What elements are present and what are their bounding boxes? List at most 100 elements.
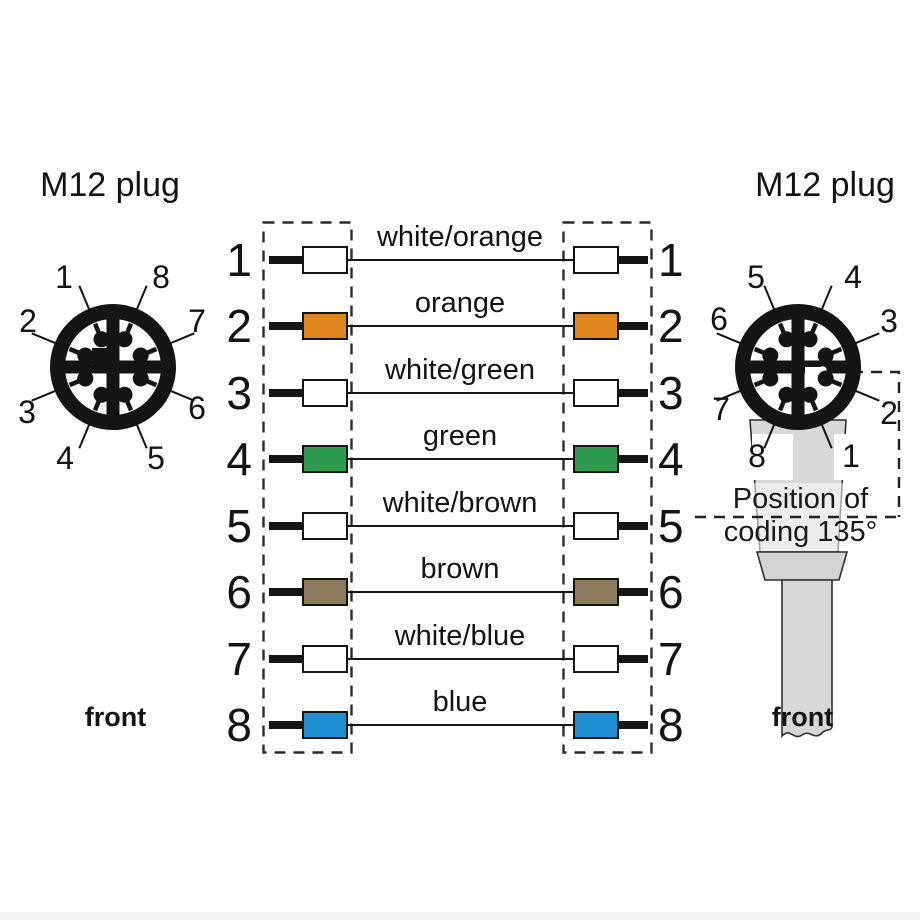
wire-line xyxy=(347,525,574,527)
left-plug-title: M12 plug xyxy=(40,166,180,204)
pin-number-left: 3 xyxy=(226,367,252,419)
pin-dot xyxy=(801,331,818,348)
pin-label: 3 xyxy=(18,394,36,430)
wire-row: 5 white/brown 5 xyxy=(0,487,920,559)
wire-stub-left xyxy=(269,322,302,330)
wire-line xyxy=(347,325,574,327)
pin-label: 6 xyxy=(710,301,728,337)
pin-label: 8 xyxy=(152,259,170,295)
wire-color-label: brown xyxy=(420,553,500,585)
pin-dot xyxy=(778,331,795,348)
pin-dot xyxy=(116,386,133,403)
wire-stub-right xyxy=(619,322,648,330)
wire-color-label: white/blue xyxy=(394,620,526,652)
wire-color-box-right xyxy=(573,711,619,739)
wire-color-box-left xyxy=(302,379,348,407)
pin-dot xyxy=(762,347,779,364)
pin-number-right: 8 xyxy=(658,699,684,751)
pin-dot xyxy=(116,331,133,348)
wire-stub-left xyxy=(269,455,302,463)
wire-stub-left xyxy=(269,256,302,264)
pin-label: 1 xyxy=(55,259,73,295)
pin-dot xyxy=(132,347,149,364)
wire-stub-left xyxy=(269,588,302,596)
left-front-label: front xyxy=(84,702,147,732)
wire-stub-left xyxy=(269,721,302,729)
wire-color-box-right xyxy=(573,312,619,340)
wire-color-label: orange xyxy=(414,287,506,319)
right-front-label: front xyxy=(771,702,834,732)
pin-dot xyxy=(801,386,818,403)
pin-dots xyxy=(762,331,834,403)
pin-label: 5 xyxy=(147,440,165,476)
pin-number-right: 2 xyxy=(658,300,684,352)
wire-row: 2 orange 2 xyxy=(0,287,920,359)
dashed-box-right xyxy=(562,221,653,754)
right-plug-face: 5 4 6 3 7 2 8 1 xyxy=(695,259,908,739)
wire-color-box-left xyxy=(302,445,348,473)
pin-number-right: 1 xyxy=(658,234,684,286)
pin-label: 7 xyxy=(712,391,730,427)
dashed-box-left xyxy=(262,221,353,754)
pin-number-right: 6 xyxy=(658,566,684,618)
pin-label: 2 xyxy=(880,395,898,431)
pin-label: 6 xyxy=(188,390,206,426)
wire-row: 7 white/blue 7 xyxy=(0,620,920,692)
pin-number-left: 4 xyxy=(226,433,252,485)
wire-row: 6 brown 6 xyxy=(0,553,920,625)
wire-color-label: white/orange xyxy=(376,221,544,253)
wire-row: 8 blue 8 xyxy=(0,686,920,758)
pin-number-right: 4 xyxy=(658,433,684,485)
pin-dot xyxy=(817,370,834,387)
pin-dots xyxy=(77,331,149,403)
wire-color-label: green xyxy=(422,420,498,452)
coding-position-note: Position of coding 135° xyxy=(698,483,903,549)
pin-number-right: 7 xyxy=(658,633,684,685)
wire-color-box-right xyxy=(573,512,619,540)
pin-label: 2 xyxy=(19,303,37,339)
pin-label: 5 xyxy=(747,259,765,295)
pin-number-left: 5 xyxy=(226,500,252,552)
m12-cross xyxy=(65,319,161,415)
pin-dot xyxy=(817,347,834,364)
connector-collar xyxy=(755,551,849,581)
wire-line xyxy=(347,458,574,460)
wire-stub-right xyxy=(619,588,648,596)
pin-number-left: 1 xyxy=(226,234,252,286)
wire-stub-right xyxy=(619,389,648,397)
pin-number-right: 3 xyxy=(658,367,684,419)
wire-row: 4 green 4 xyxy=(0,420,920,492)
wire-row: 1 white/orange 1 xyxy=(0,221,920,293)
pin-dot xyxy=(93,331,110,348)
wire-stub-right xyxy=(619,655,648,663)
wire-stub-right xyxy=(619,721,648,729)
wire-color-box-right xyxy=(573,379,619,407)
wire-stub-left xyxy=(269,522,302,530)
wire-stub-right xyxy=(619,256,648,264)
wire-color-box-left xyxy=(302,312,348,340)
wire-stub-right xyxy=(619,455,648,463)
coding-note-line1: Position of xyxy=(732,483,869,515)
pin-number-left: 7 xyxy=(226,633,252,685)
wire-color-box-right xyxy=(573,246,619,274)
wire-color-label: blue xyxy=(432,686,488,718)
wire-line xyxy=(347,259,574,261)
wire-line xyxy=(347,724,574,726)
pin-dot xyxy=(77,347,94,364)
wire-line xyxy=(347,392,574,394)
wire-stub-left xyxy=(269,655,302,663)
pin-dot xyxy=(132,370,149,387)
wire-color-label: white/brown xyxy=(382,487,538,519)
pin-dot xyxy=(762,370,779,387)
wire-stub-right xyxy=(619,522,648,530)
pin-label: 4 xyxy=(844,259,862,295)
pin-label: 7 xyxy=(188,303,206,339)
pin-number-left: 6 xyxy=(226,566,252,618)
wire-color-label: white/green xyxy=(385,354,535,386)
body-notch-left xyxy=(752,434,793,480)
coding-note-line2: coding 135° xyxy=(723,516,878,548)
pin-label: 1 xyxy=(842,438,860,474)
pin-number-left: 8 xyxy=(226,699,252,751)
left-plug-face: 1 8 2 7 3 6 4 5 xyxy=(18,259,206,476)
